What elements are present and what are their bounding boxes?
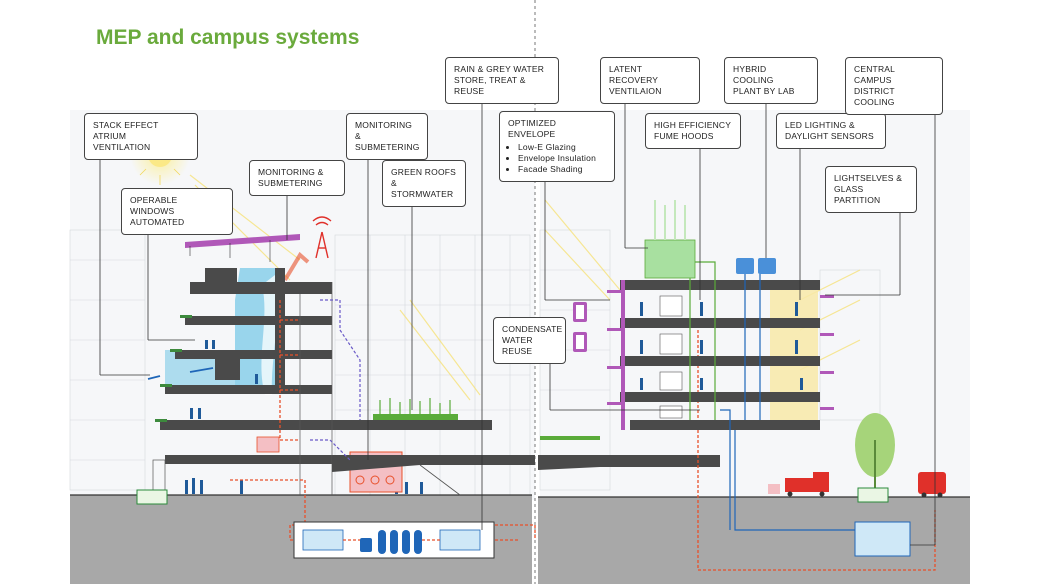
right-floor-slabs bbox=[620, 280, 820, 430]
antenna-icon bbox=[312, 216, 332, 259]
delivery-truck bbox=[768, 472, 829, 494]
chilled-water-lines bbox=[720, 274, 855, 531]
envelope-icons bbox=[573, 302, 587, 352]
green-roof-plants bbox=[379, 398, 451, 414]
bus-icon bbox=[918, 472, 946, 494]
occupants-right bbox=[640, 302, 803, 390]
envelope-list: Low-E Glazing Envelope Insulation Facade… bbox=[508, 142, 606, 175]
callout-optimized-envelope: OPTIMIZED ENVELOPE Low-E Glazing Envelop… bbox=[499, 111, 615, 182]
tree-icon bbox=[855, 413, 895, 503]
callout-condensate-water: CONDENSATE WATER REUSE bbox=[493, 317, 566, 364]
callout-district-cooling: CENTRAL CAMPUS DISTRICT COOLING bbox=[845, 57, 943, 115]
solar-panels-left bbox=[185, 234, 300, 262]
callout-hybrid-cooling: HYBRID COOLING PLANT BY LAB bbox=[724, 57, 818, 104]
green-terraces bbox=[155, 315, 192, 422]
latent-recovery-unit bbox=[644, 239, 696, 279]
fume-hoods bbox=[659, 295, 683, 419]
envelope-item: Low-E Glazing bbox=[518, 142, 606, 153]
green-roof-planting bbox=[373, 414, 458, 420]
recovery-ducts bbox=[689, 261, 716, 420]
exhaust-stacks bbox=[654, 200, 686, 240]
airflow-arrows bbox=[147, 367, 214, 380]
monitoring-panel bbox=[256, 436, 280, 453]
page-title: MEP and campus systems bbox=[96, 26, 360, 49]
callout-rain-grey-water: RAIN & GREY WATER STORE, TREAT & REUSE bbox=[445, 57, 559, 104]
callout-latent-recovery: LATENT RECOVERY VENTILAION bbox=[600, 57, 700, 104]
callout-lightshelves: LIGHTSELVES & GLASS PARTITION bbox=[825, 166, 917, 213]
water-treatment-tanks bbox=[360, 530, 422, 554]
callout-led-lighting: LED LIGHTING & DAYLIGHT SENSORS bbox=[776, 113, 886, 149]
callout-monitoring-submetering-1: MONITORING & SUBMETERING bbox=[249, 160, 345, 196]
rain-cistern-left bbox=[136, 489, 168, 505]
daylight-zones bbox=[770, 290, 818, 420]
bridge-walkway bbox=[332, 455, 535, 472]
envelope-item: Envelope Insulation bbox=[518, 153, 606, 164]
hybrid-cooling-towers bbox=[736, 258, 776, 274]
callout-operable-windows: OPERABLE WINDOWS AUTOMATED bbox=[121, 188, 233, 235]
callout-monitoring-submetering-2: MONITORING & SUBMETERING bbox=[346, 113, 428, 160]
facade-shading-fins bbox=[607, 290, 834, 410]
service-lines-purple bbox=[310, 299, 361, 461]
atrium-air-volume bbox=[180, 268, 275, 390]
callout-fume-hoods: HIGH EFFICIENCY FUME HOODS bbox=[645, 113, 741, 149]
district-cooling-tank bbox=[854, 521, 911, 557]
callout-leader-lines bbox=[99, 92, 936, 546]
callout-green-roofs: GREEN ROOFS & STORMWATER bbox=[382, 160, 466, 207]
envelope-item: Facade Shading bbox=[518, 164, 606, 175]
callout-stack-effect: STACK EFFECT ATRIUM VENTILATION bbox=[84, 113, 198, 160]
